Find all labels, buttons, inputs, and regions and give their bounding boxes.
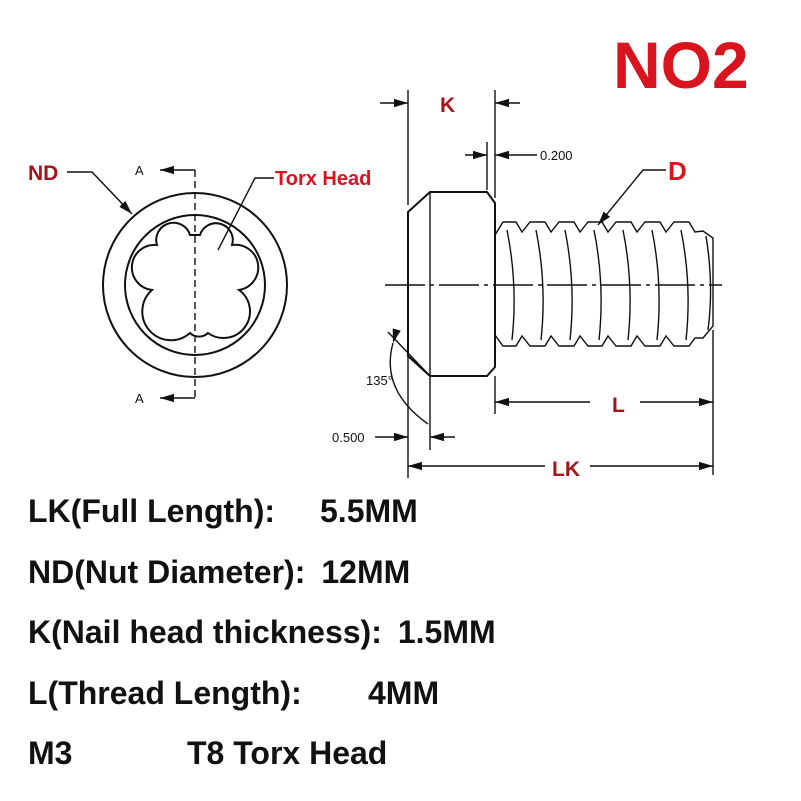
angle-135: 135° xyxy=(366,373,393,388)
spec-label: LK(Full Length): xyxy=(28,493,276,529)
spec-nd: ND(Nut Diameter): 12MM xyxy=(28,553,410,591)
k-label: K xyxy=(440,94,455,117)
spec-value: 12MM xyxy=(321,554,411,590)
spec-value: 1.5MM xyxy=(397,614,496,650)
l-label: L xyxy=(612,394,625,417)
spec-lk: LK(Full Length): 5.5MM xyxy=(28,492,418,530)
title-no2: NO2 xyxy=(613,28,749,102)
spec-k: K(Nail head thickness): 1.5MM xyxy=(28,613,496,651)
lk-label: LK xyxy=(552,458,580,481)
spec-value: 4MM xyxy=(368,675,440,711)
spec-label: K(Nail head thickness): xyxy=(28,614,382,650)
spec-value: T8 Torx Head xyxy=(187,735,388,771)
section-a-bottom: A xyxy=(135,391,144,406)
torx-head-label: Torx Head xyxy=(275,168,371,190)
spec-value: 5.5MM xyxy=(320,493,418,529)
torx-recess-icon xyxy=(130,221,260,342)
nd-label: ND xyxy=(28,162,58,185)
d-label: D xyxy=(668,156,687,186)
spec-label: ND(Nut Diameter): xyxy=(28,554,306,590)
spec-label: M3 xyxy=(28,735,73,771)
dim-0500: 0.500 xyxy=(332,430,365,445)
side-view: K 0.200 D L LK 0.500 135° xyxy=(332,90,722,481)
dim-0200: 0.200 xyxy=(540,148,573,163)
spec-m3: M3 T8 Torx Head xyxy=(28,734,387,772)
spec-label: L(Thread Length): xyxy=(28,675,302,711)
thread xyxy=(494,221,714,347)
front-view: A A ND Torx Head xyxy=(28,162,371,406)
spec-l: L(Thread Length): 4MM xyxy=(28,674,439,712)
section-a-top: A xyxy=(135,163,144,178)
